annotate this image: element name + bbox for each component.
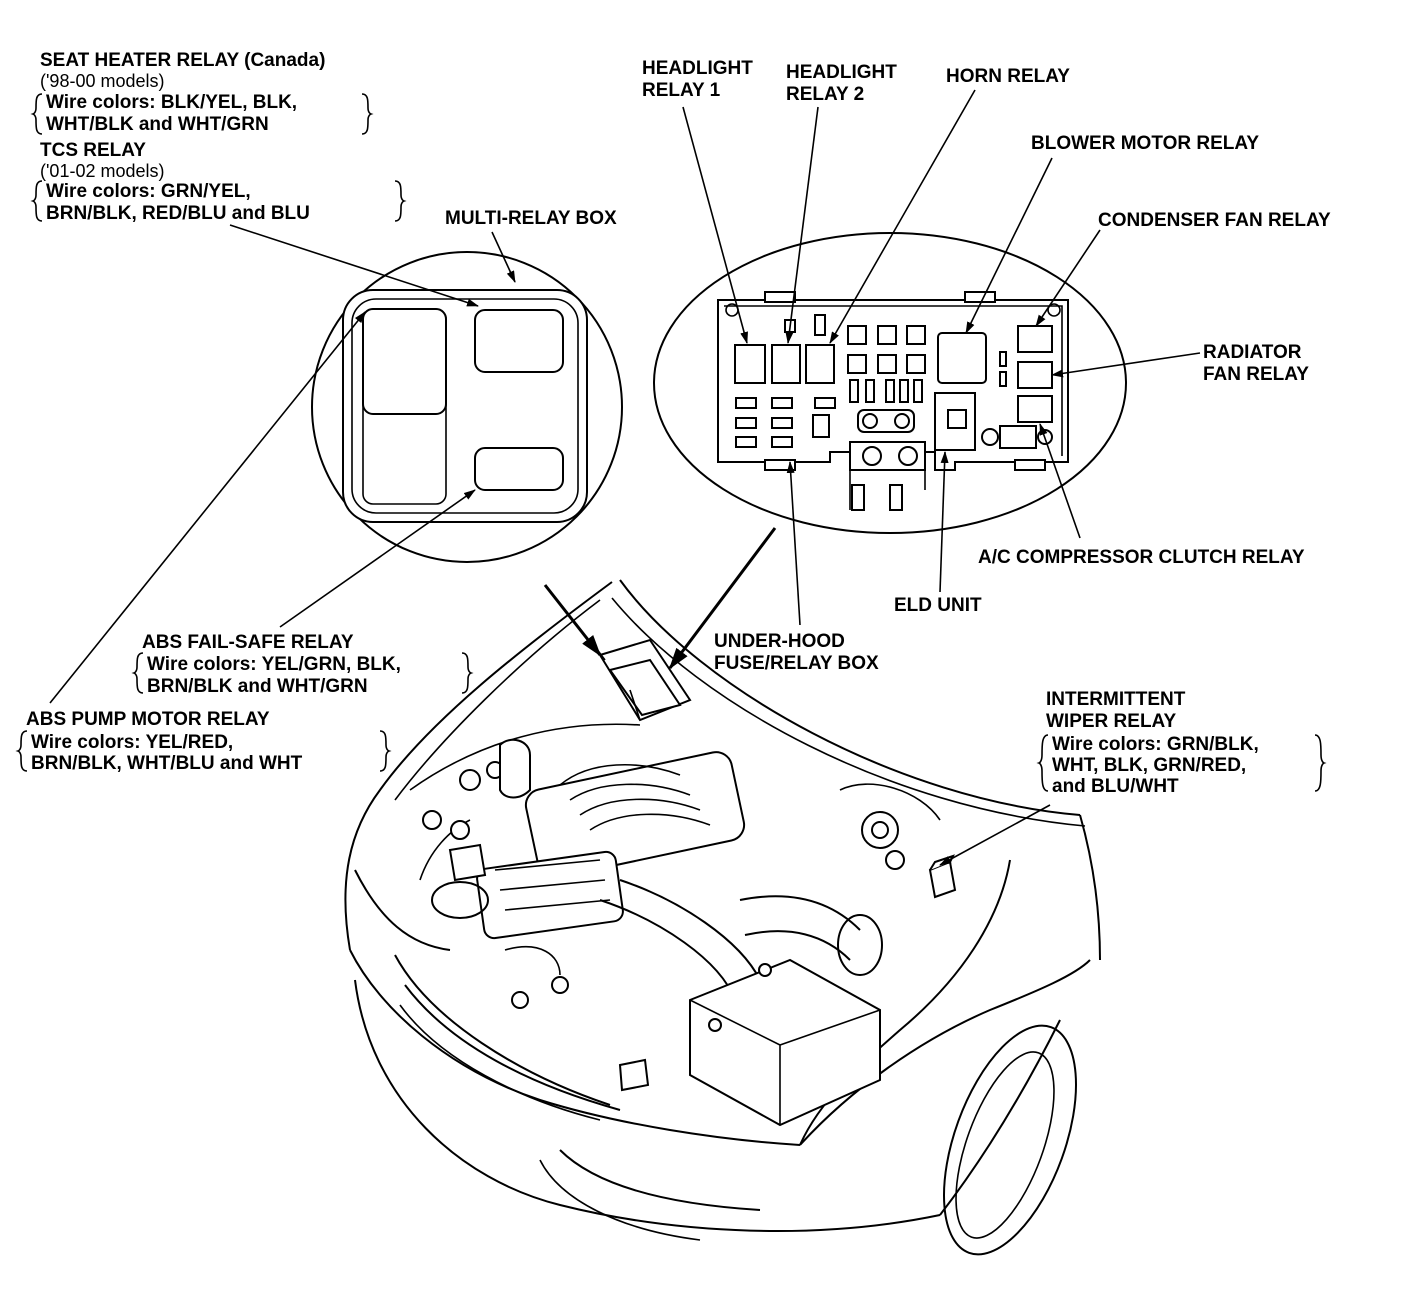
horn-relay-socket <box>805 344 835 384</box>
under-hood-box-label-line1: UNDER-HOOD <box>714 631 845 652</box>
tcs-relay-label: TCS RELAY <box>40 140 146 161</box>
radiator-fan-relay-socket <box>1017 361 1053 389</box>
abs-pump-motor-wire-colors-1: Wire colors: YEL/RED, <box>31 732 233 753</box>
tcs-wire-colors-2: BRN/BLK, RED/BLU and BLU <box>46 203 310 224</box>
intermittent-wiper-wire-colors-1: Wire colors: GRN/BLK, <box>1052 734 1259 755</box>
headlight-relay-2-label-line2: RELAY 2 <box>786 84 864 105</box>
radiator-fan-relay-label-line2: FAN RELAY <box>1203 364 1309 385</box>
intermittent-wiper-wire-colors-2: WHT, BLK, GRN/RED, <box>1052 755 1246 776</box>
seat-heater-models-label: ('98-00 models) <box>40 71 165 91</box>
abs-fail-safe-relay-socket <box>474 447 564 491</box>
intermittent-wiper-wire-colors-3: and BLU/WHT <box>1052 776 1179 797</box>
blower-motor-relay-socket <box>937 332 987 384</box>
intermittent-wiper-relay-label-line2: WIPER RELAY <box>1046 711 1177 732</box>
wire-color-brackets <box>15 93 1327 792</box>
detail-callout-arrows <box>543 527 777 670</box>
headlight-relay-1-label-line1: HEADLIGHT <box>642 58 753 79</box>
multi-relay-box-detail <box>311 251 623 563</box>
abs-pump-motor-relay-label: ABS PUMP MOTOR RELAY <box>26 709 270 730</box>
abs-fail-safe-wire-colors-2: BRN/BLK and WHT/GRN <box>147 676 368 697</box>
seat-heater-tcs-relay-socket <box>474 309 564 373</box>
blower-motor-relay-label: BLOWER MOTOR RELAY <box>1031 133 1259 154</box>
under-hood-box-label-line2: FUSE/RELAY BOX <box>714 653 879 674</box>
seat-heater-relay-label: SEAT HEATER RELAY (Canada) <box>40 50 325 71</box>
ac-compressor-clutch-relay-label: A/C COMPRESSOR CLUTCH RELAY <box>978 547 1305 568</box>
abs-fail-safe-relay-label: ABS FAIL-SAFE RELAY <box>142 632 354 653</box>
seat-heater-wire-colors-2: WHT/BLK and WHT/GRN <box>46 114 269 135</box>
headlight-relay-1-label-line2: RELAY 1 <box>642 80 721 101</box>
seat-heater-wire-colors-1: Wire colors: BLK/YEL, BLK, <box>46 92 297 113</box>
abs-pump-motor-relay-socket <box>362 308 447 415</box>
horn-relay-label: HORN RELAY <box>946 66 1070 87</box>
multi-relay-box-label: MULTI-RELAY BOX <box>445 208 617 229</box>
condenser-fan-relay-socket <box>1017 325 1053 353</box>
abs-fail-safe-wire-colors-1: Wire colors: YEL/GRN, BLK, <box>147 654 401 675</box>
radiator-fan-relay-label-line1: RADIATOR <box>1203 342 1302 363</box>
tcs-models-label: ('01-02 models) <box>40 161 165 181</box>
eld-unit-label: ELD UNIT <box>894 595 982 616</box>
leader-lines <box>49 89 1201 866</box>
condenser-fan-relay-label: CONDENSER FAN RELAY <box>1098 210 1331 231</box>
under-hood-box-detail <box>653 232 1127 534</box>
headlight-relay-2-socket <box>771 344 801 384</box>
abs-pump-motor-wire-colors-2: BRN/BLK, WHT/BLU and WHT <box>31 753 303 774</box>
tcs-wire-colors-1: Wire colors: GRN/YEL, <box>46 181 251 202</box>
intermittent-wiper-relay-label-line1: INTERMITTENT <box>1046 689 1186 710</box>
headlight-relay-1-socket <box>734 344 766 384</box>
callout-labels: SEAT HEATER RELAY (Canada) ('98-00 model… <box>26 50 1331 797</box>
ac-compressor-clutch-relay-socket <box>1017 395 1053 423</box>
headlight-relay-2-label-line1: HEADLIGHT <box>786 62 897 83</box>
car-engine-bay-illustration <box>344 579 1101 1256</box>
